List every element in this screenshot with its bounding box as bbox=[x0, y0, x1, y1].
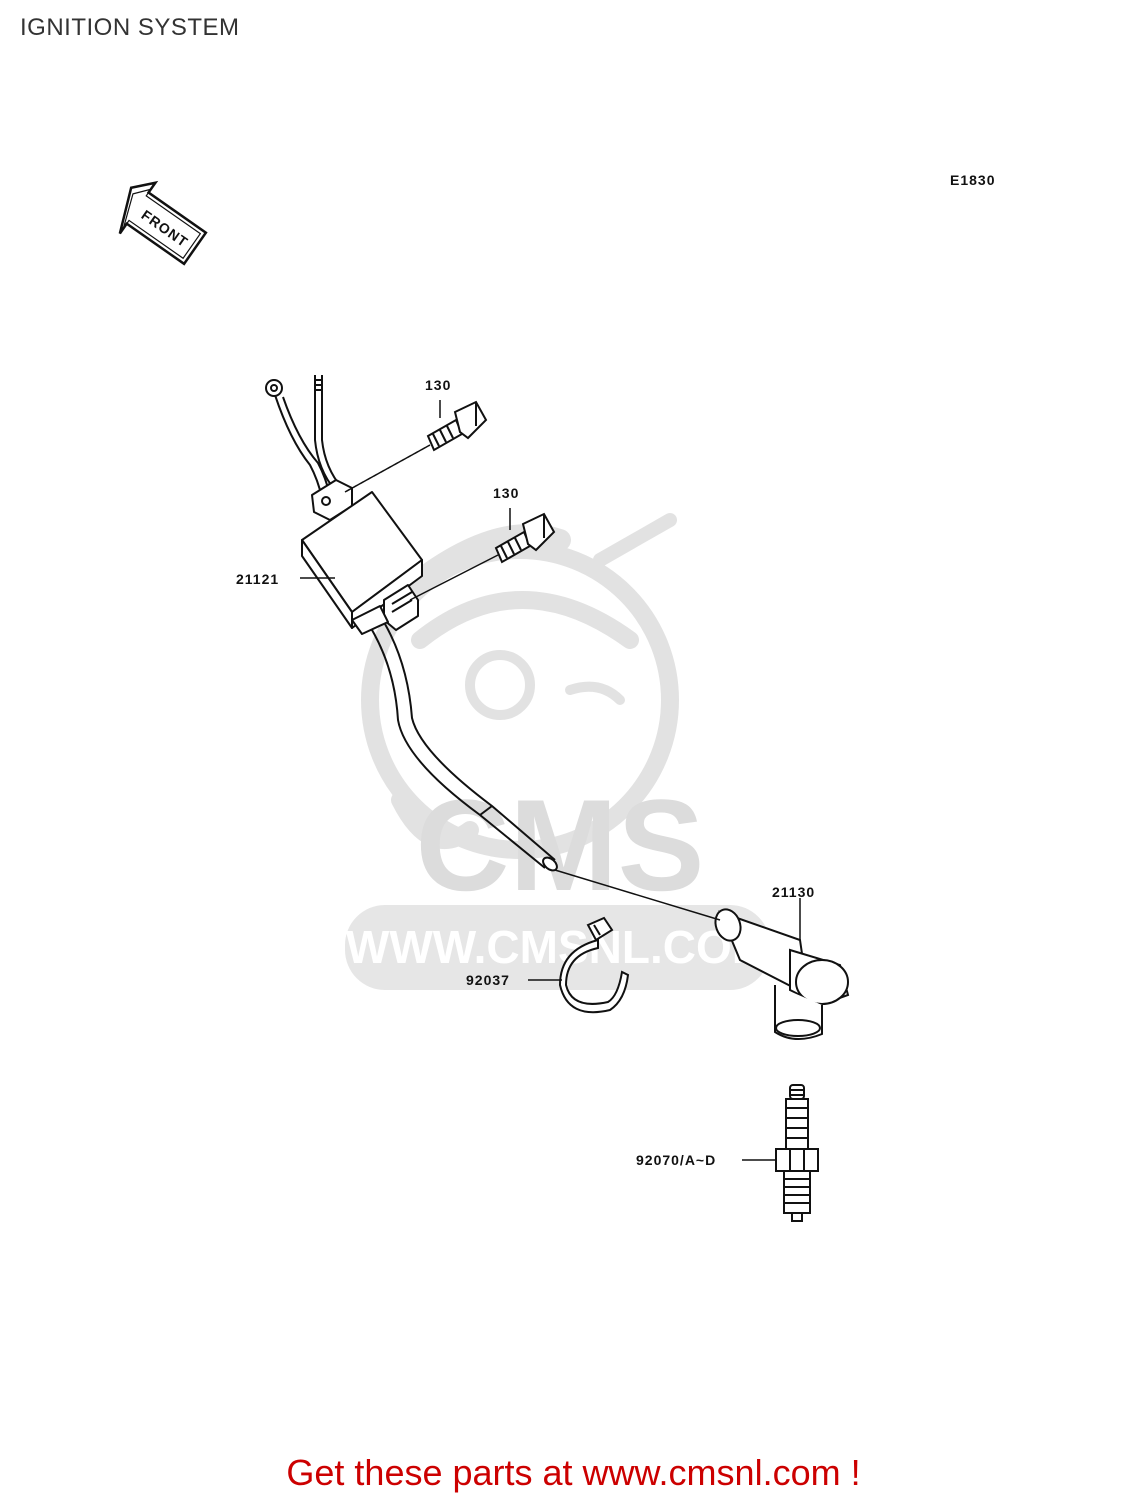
watermark-url: WWW.CMSNL.COM bbox=[346, 921, 770, 973]
leader-lines bbox=[300, 400, 801, 1161]
part-label-21130: 21130 bbox=[772, 884, 815, 900]
watermark: CMS WWW.CMSNL.COM bbox=[345, 513, 770, 990]
watermark-banner bbox=[345, 905, 770, 990]
part-label-130-lower: 130 bbox=[493, 485, 519, 501]
page-title: IGNITION SYSTEM bbox=[20, 14, 240, 41]
bolt-upper bbox=[426, 400, 488, 452]
bolt-lower bbox=[494, 512, 556, 564]
part-label-130-upper: 130 bbox=[425, 377, 451, 393]
clamp-band bbox=[558, 916, 630, 1014]
part-label-92037: 92037 bbox=[466, 972, 510, 988]
cta-link[interactable]: Get these parts at www.cmsnl.com ! bbox=[286, 1452, 861, 1493]
spark-plug-cap bbox=[714, 908, 850, 1040]
ignition-coil bbox=[265, 375, 558, 872]
part-label-21121: 21121 bbox=[236, 571, 279, 587]
spark-plug bbox=[775, 1084, 819, 1222]
front-direction-arrow: FRONT bbox=[118, 180, 208, 266]
part-label-92070: 92070/A~D bbox=[636, 1152, 716, 1168]
diagram-code: E1830 bbox=[950, 172, 995, 188]
watermark-brand: CMS bbox=[416, 772, 705, 918]
